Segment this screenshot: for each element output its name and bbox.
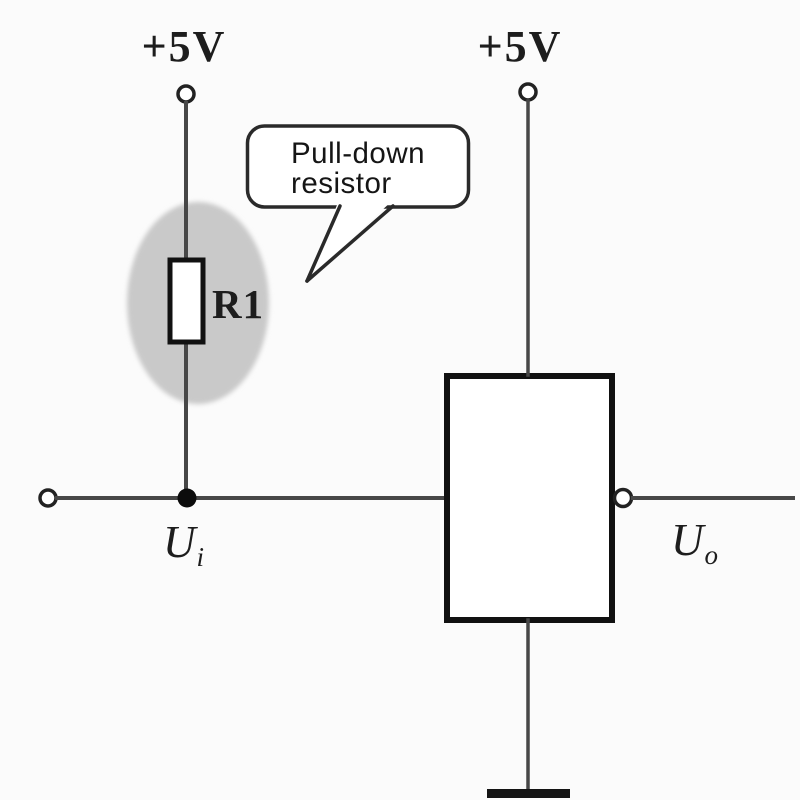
output-voltage-label: Uo [671,515,718,570]
supply-right-terminal [518,82,538,102]
callout-text-line1: Pull-down [291,137,425,170]
output-voltage-base: U [671,515,706,565]
resistor-body [167,257,206,345]
output-voltage-sub: o [705,540,719,570]
supply-right-label: +5V [478,22,563,71]
input-terminal [38,488,58,508]
resistor-label: R1 [212,281,264,327]
input-voltage-base: U [163,517,198,567]
output-terminal [612,487,634,509]
logic-gate-box [444,373,615,623]
callout-tail-left-edge [305,204,342,283]
junction-dot [177,488,197,508]
callout-text-line2: resistor [291,167,392,200]
supply-left-terminal [176,84,196,104]
ground-symbol [487,789,570,798]
supply-left-label: +5V [142,22,227,71]
input-voltage-label: Ui [163,517,204,572]
callout-tail-right-edge [305,204,395,283]
input-voltage-sub: i [197,542,205,572]
